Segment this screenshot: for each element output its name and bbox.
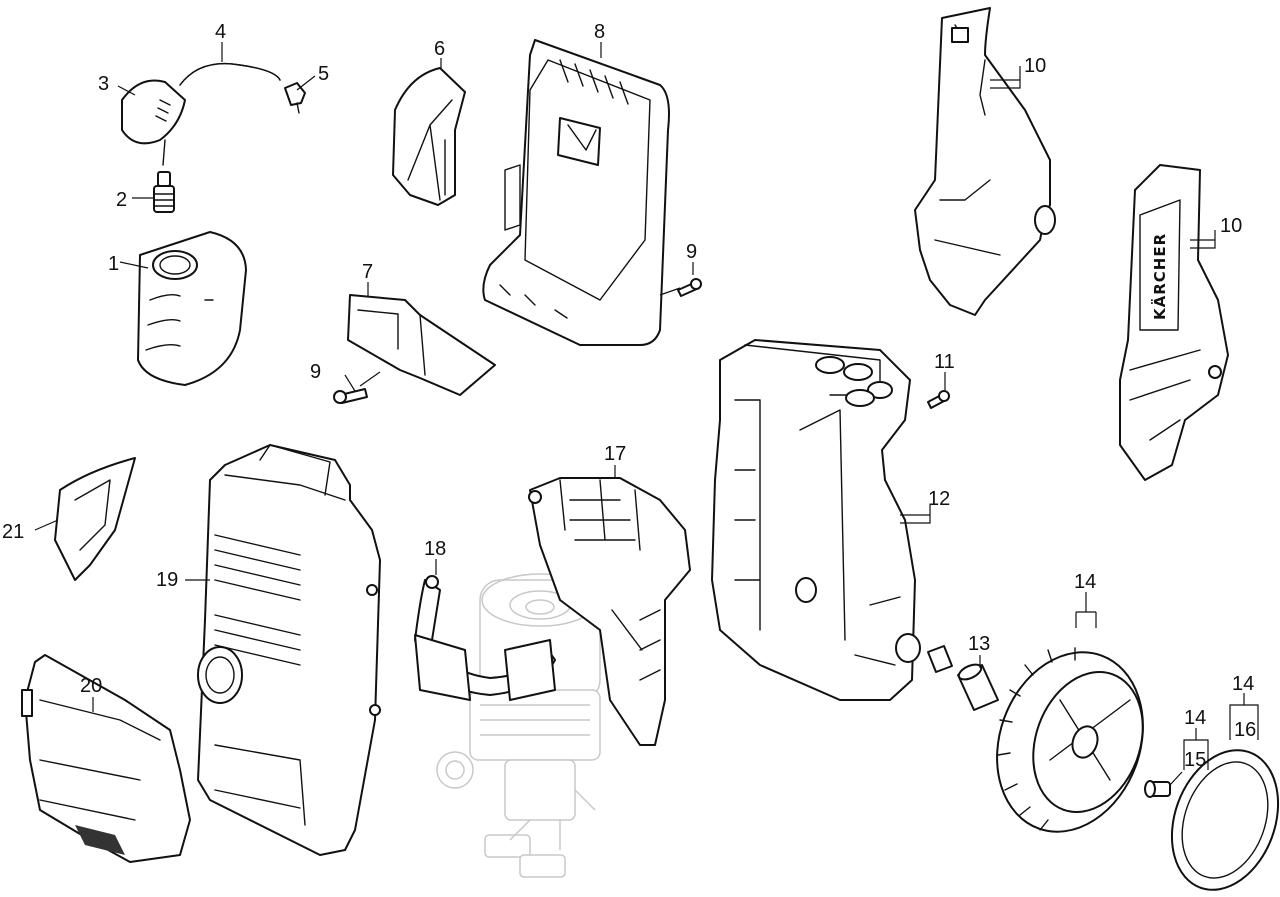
part-2-connector <box>153 171 175 213</box>
part-8-hose-holder-frame <box>482 39 670 346</box>
part-10-side-panel-left <box>914 7 1056 316</box>
callout-4: 4 <box>215 21 226 43</box>
callout-2: 2 <box>116 189 127 211</box>
part-11-screw <box>927 390 950 409</box>
callout-14-pin: 14 <box>1184 707 1206 729</box>
callout-7: 7 <box>362 261 373 283</box>
part-20-lower-front-panel <box>21 654 191 863</box>
callout-21: 21 <box>2 521 24 543</box>
part-9-screw-b <box>677 278 702 297</box>
callout-9-top: 9 <box>686 241 697 263</box>
part-15-axle-pin <box>1144 780 1171 798</box>
part-1-detergent-tank <box>137 231 247 386</box>
callout-20: 20 <box>80 675 102 697</box>
callout-5: 5 <box>318 63 329 85</box>
callout-18: 18 <box>424 538 446 560</box>
callout-3: 3 <box>98 73 109 95</box>
callout-13: 13 <box>968 633 990 655</box>
pump-assembly-ghost <box>436 573 601 878</box>
callout-12: 12 <box>928 488 950 510</box>
part-19-front-cover <box>197 444 381 856</box>
callout-8: 8 <box>594 21 605 43</box>
part-14-wheel <box>996 647 1144 833</box>
callout-10-top: 10 <box>1024 55 1046 77</box>
part-6-hose-guide <box>392 67 466 206</box>
part-12-main-housing <box>711 339 921 701</box>
callout-11: 11 <box>934 351 955 373</box>
callout-9-bottom: 9 <box>310 361 321 383</box>
callout-19: 19 <box>156 569 178 591</box>
callout-14-wheel: 14 <box>1074 571 1096 593</box>
callout-labels: 1 2 3 4 5 6 7 8 9 9 10 10 11 12 13 14 14… <box>2 21 1256 771</box>
part-18-pump-clamp <box>414 575 556 701</box>
callout-14-cap: 14 <box>1232 673 1254 695</box>
part-13-axle-sleeve <box>927 645 999 711</box>
callout-10-right: 10 <box>1220 215 1242 237</box>
callout-1: 1 <box>108 253 119 275</box>
callout-6: 6 <box>434 38 445 60</box>
part-16-wheel-cap <box>1170 749 1280 891</box>
part-3-4-5-suction-hose <box>121 62 306 166</box>
callout-15: 15 <box>1184 749 1206 771</box>
part-21-cable-clip <box>54 457 136 581</box>
callout-16: 16 <box>1234 719 1256 741</box>
part-10-side-panel-right: KÄRCHER <box>1119 164 1229 481</box>
part-9-screw-a <box>333 388 368 404</box>
part-7-bracket <box>347 294 496 396</box>
leader-lines <box>34 42 1259 786</box>
brand-label: KÄRCHER <box>1150 233 1169 320</box>
part-17-pump-cradle <box>528 477 691 746</box>
callout-17: 17 <box>604 443 626 465</box>
